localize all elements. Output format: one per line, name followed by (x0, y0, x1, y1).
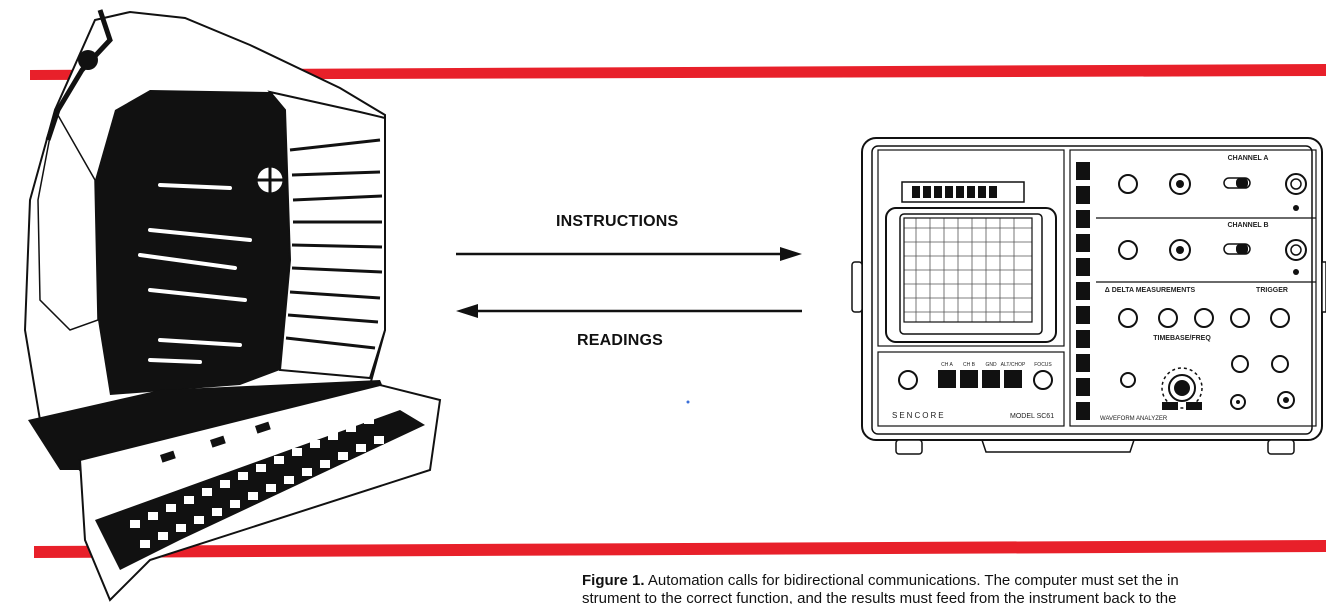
computer-terminal-illustration (23, 9, 442, 602)
timebase-label: TIMEBASE/FREQ (1153, 335, 1211, 342)
readings-label: READINGS (577, 332, 664, 349)
caption-text-1: Automation calls for bidirectional commu… (647, 572, 1179, 589)
caption-line-2: strument to the correct function, and th… (582, 590, 1177, 604)
product-label: WAVEFORM ANALYZER (1100, 416, 1168, 422)
oscilloscope-illustration: CHANNEL A CHANNEL B Δ DELTA MEASUREMENTS… (851, 137, 1326, 455)
trigger-label: TRIGGER (1256, 287, 1288, 294)
button-label-4: ALT/CHOP (1001, 362, 1026, 368)
model-label: MODEL SC61 (1010, 413, 1054, 420)
figure-caption: Figure 1. Automation calls for bidirecti… (582, 572, 1326, 604)
brand-label: SENCORE (892, 411, 946, 420)
instructions-arrow (456, 247, 802, 261)
button-label-2: CH B (963, 362, 976, 368)
button-label-3: GND (985, 362, 997, 368)
bottom-red-stripe (34, 540, 1326, 558)
focus-label: FOCUS (1034, 362, 1052, 368)
channel-a-label: CHANNEL A (1228, 155, 1269, 162)
delta-measurements-label: Δ DELTA MEASUREMENTS (1105, 287, 1196, 294)
figure-number: Figure 1. (582, 572, 645, 589)
channel-b-label: CHANNEL B (1227, 222, 1268, 229)
top-red-stripe (30, 64, 1326, 80)
instructions-label: INSTRUCTIONS (556, 213, 679, 230)
caption-line-1: Figure 1. Automation calls for bidirecti… (582, 572, 1326, 590)
readings-arrow (456, 304, 802, 318)
button-label-1: CH A (941, 362, 953, 368)
